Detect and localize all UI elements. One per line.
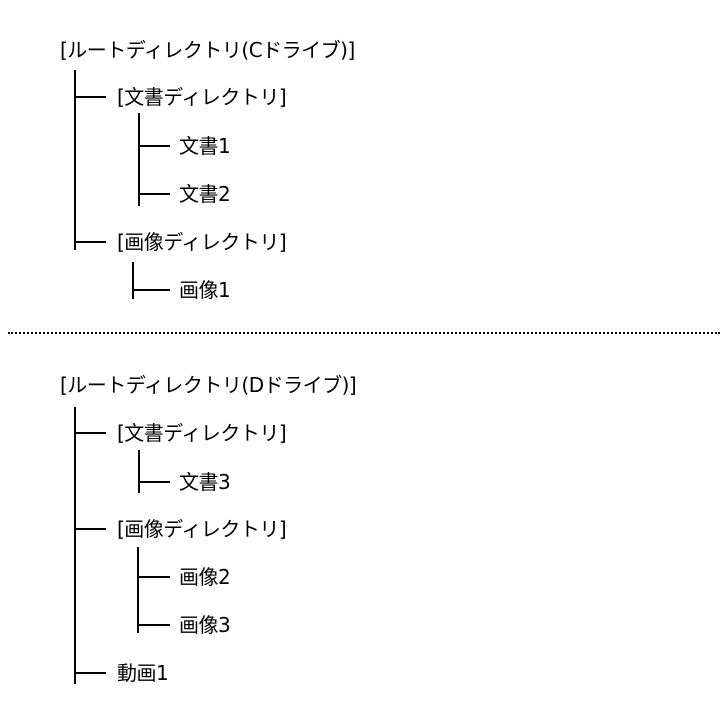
folder-docs-c-label: [文書ディレクトリ] xyxy=(117,85,287,109)
dotted-separator xyxy=(8,332,720,334)
tree-branch-line xyxy=(138,193,170,195)
tree-line-vertical xyxy=(74,407,76,684)
file-image3-label: 画像3 xyxy=(179,613,231,637)
tree-branch-line xyxy=(74,672,106,674)
tree-branch-line xyxy=(74,432,106,434)
tree-line-vertical xyxy=(138,113,140,206)
folder-docs-d-label: [文書ディレクトリ] xyxy=(117,421,287,445)
file-doc3-label: 文書3 xyxy=(179,470,231,494)
file-image2-label: 画像2 xyxy=(179,565,231,589)
tree-line-vertical xyxy=(74,70,76,250)
tree-branch-line xyxy=(74,241,106,243)
tree-branch-line xyxy=(132,289,170,291)
tree-line-vertical xyxy=(137,547,139,633)
folder-images-d-label: [画像ディレクトリ] xyxy=(117,517,287,541)
tree-branch-line xyxy=(74,528,106,530)
file-video1-label: 動画1 xyxy=(117,661,169,685)
file-doc1-label: 文書1 xyxy=(179,134,231,158)
tree-branch-line xyxy=(74,96,106,98)
tree-branch-line xyxy=(137,624,170,626)
tree-line-vertical xyxy=(132,262,134,299)
tree-branch-line xyxy=(138,145,170,147)
folder-images-c-label: [画像ディレクトリ] xyxy=(117,230,287,254)
file-doc2-label: 文書2 xyxy=(179,182,231,206)
tree-branch-line xyxy=(138,481,170,483)
root-c-label: [ルートディレクトリ(Cドライブ)] xyxy=(60,38,355,62)
tree-branch-line xyxy=(137,576,170,578)
root-d-label: [ルートディレクトリ(Dドライブ)] xyxy=(60,373,357,397)
file-image1-label: 画像1 xyxy=(179,278,231,302)
tree-line-vertical xyxy=(138,450,140,493)
